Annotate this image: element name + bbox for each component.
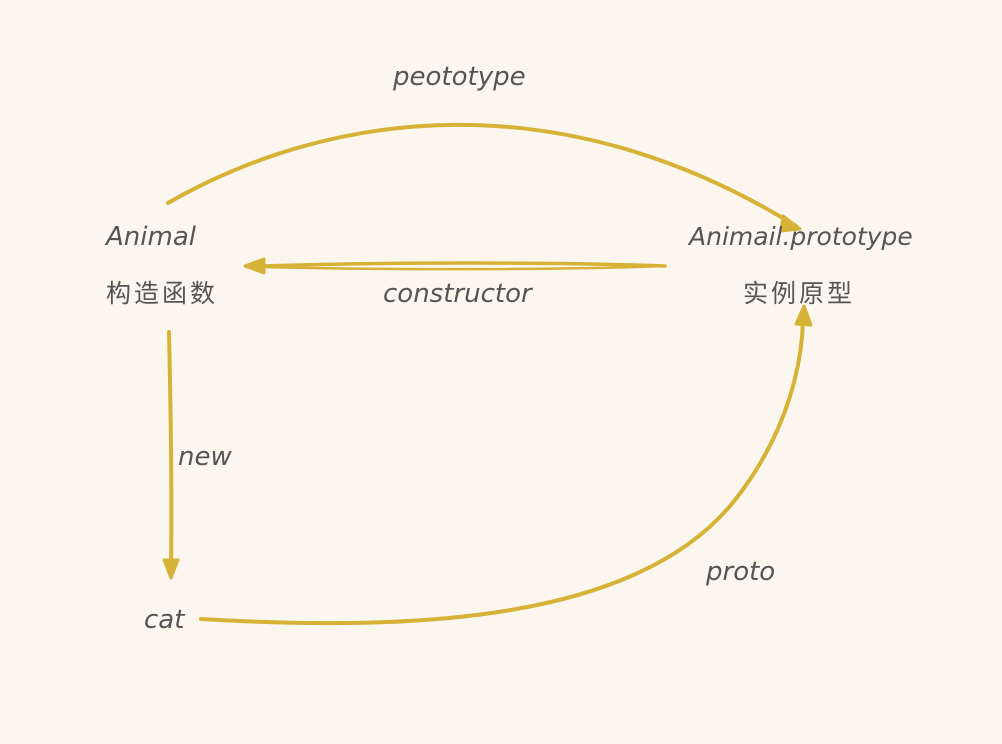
arrow-prototype-edge bbox=[166, 122, 798, 228]
arrowhead-proto-edge bbox=[794, 304, 813, 327]
node-animal-caption: 构造函数 bbox=[106, 279, 219, 308]
node-prototype-caption: 实例原型 bbox=[743, 279, 856, 308]
arrow-constructor-edge bbox=[260, 261, 667, 268]
arrowhead-new-edge bbox=[162, 558, 180, 580]
arrowhead-prototype-edge bbox=[779, 214, 802, 233]
arrowhead-constructor-edge bbox=[243, 257, 266, 275]
node-prototype-name: Animail.prototype bbox=[689, 222, 913, 251]
edge-label-new: new bbox=[178, 442, 232, 472]
arrow-proto-edge bbox=[199, 318, 805, 626]
edge-label-constructor: constructor bbox=[383, 279, 532, 309]
node-animal-name: Animal bbox=[106, 222, 196, 252]
node-cat-name: cat bbox=[144, 605, 185, 635]
edge-label-proto: proto bbox=[706, 557, 776, 587]
arrow-new-edge bbox=[167, 330, 174, 572]
arrow-constructor-edge-stroke2 bbox=[260, 264, 667, 271]
edge-label-prototype: peototype bbox=[393, 62, 526, 92]
